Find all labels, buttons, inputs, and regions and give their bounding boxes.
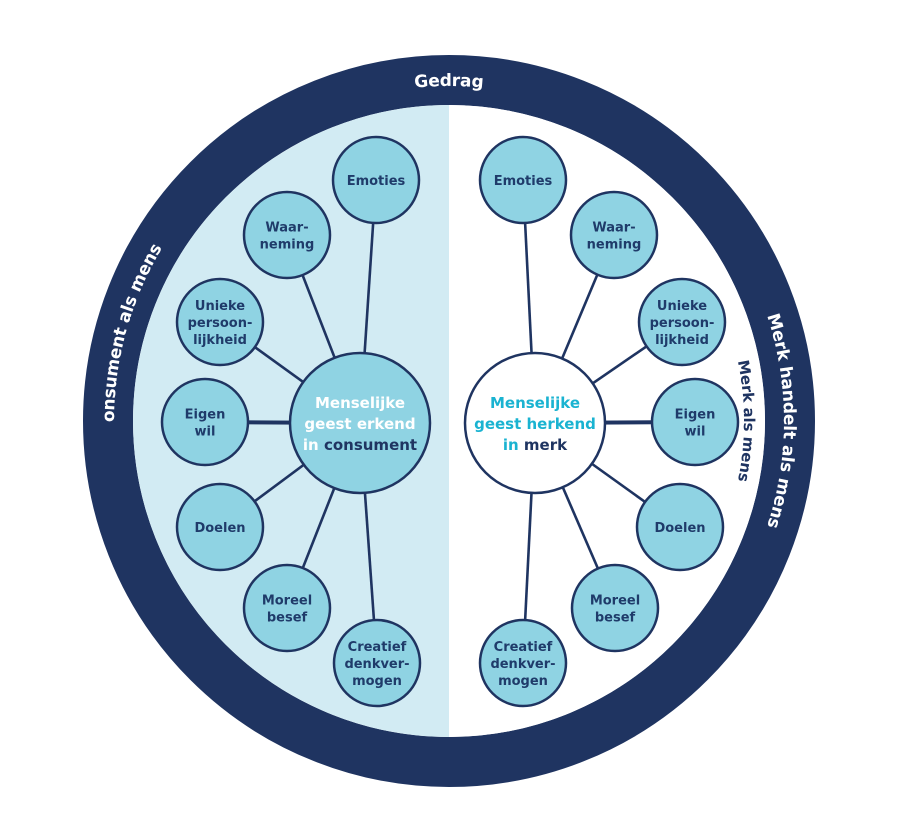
- hub-label-line: in merk: [503, 436, 568, 454]
- hub-label-line: Menselijke: [315, 394, 405, 412]
- node-label: wil: [195, 425, 216, 440]
- node-label: neming: [260, 238, 315, 253]
- node-circle: [637, 277, 727, 367]
- node-label: Creatief: [494, 640, 553, 655]
- node-label: wil: [685, 425, 706, 440]
- node-doelen: Doelen: [175, 482, 265, 572]
- node-emoties: Emoties: [478, 135, 568, 225]
- node-label: neming: [587, 238, 642, 253]
- node-circle: [570, 563, 660, 653]
- hub-label-segment: geest herkend: [474, 415, 596, 433]
- node-moreel-besef: Moreel besef: [570, 563, 660, 653]
- node-label: Waar-: [265, 221, 308, 236]
- node-label: Emoties: [494, 174, 553, 189]
- node-label: lijkheid: [193, 333, 247, 348]
- node-label: besef: [595, 611, 636, 626]
- node-label: persoon-: [650, 316, 715, 331]
- node-unieke-persoonlijkheid: Unieke persoon-lijkheid: [637, 277, 727, 367]
- node-label: Unieke: [195, 299, 245, 314]
- node-label: Waar-: [592, 221, 635, 236]
- node-circle: [478, 135, 568, 225]
- hub-label-segment: in: [303, 436, 324, 454]
- node-creatief-denkvermogen: Creatief denkver-mogen: [332, 618, 422, 708]
- node-circle: [242, 563, 332, 653]
- node-label: mogen: [352, 674, 402, 689]
- hub-label-segment: in: [503, 436, 524, 454]
- hub-label-line: geest herkend: [474, 415, 596, 433]
- node-label: Moreel: [262, 594, 312, 609]
- node-circle: [175, 277, 265, 367]
- ring-label-top: Gedrag: [413, 71, 484, 93]
- hub-label-segment: consument: [324, 436, 417, 454]
- node-unieke-persoonlijkheid: Unieke persoon-lijkheid: [175, 277, 265, 367]
- node-circle: [569, 190, 659, 280]
- hub-label-line: in consument: [303, 436, 417, 454]
- node-label: mogen: [498, 674, 548, 689]
- hub-label-line: geest erkend: [304, 415, 415, 433]
- hub-circle: [463, 351, 607, 495]
- node-label: lijkheid: [655, 333, 709, 348]
- node-circle: [332, 618, 422, 708]
- node-label: besef: [267, 611, 308, 626]
- node-circle: [242, 190, 332, 280]
- node-circle: [160, 377, 250, 467]
- node-waarneming: Waar-neming: [569, 190, 659, 280]
- node-moreel-besef: Moreel besef: [242, 563, 332, 653]
- node-label: denkver-: [490, 657, 555, 672]
- node-eigen-wil: Eigen wil: [650, 377, 740, 467]
- node-eigen-wil: Eigen wil: [160, 377, 250, 467]
- node-label: Eigen: [675, 408, 716, 423]
- node-label: Doelen: [194, 521, 245, 536]
- hub-consument: Menselijke geest erkend in consument: [288, 351, 432, 495]
- node-circle: [175, 482, 265, 572]
- node-doelen: Doelen: [635, 482, 725, 572]
- node-circle: [331, 135, 421, 225]
- node-label: Eigen: [185, 408, 226, 423]
- node-label: denkver-: [344, 657, 409, 672]
- hub-label-segment: merk: [524, 436, 568, 454]
- node-label: Emoties: [347, 174, 406, 189]
- node-label: Unieke: [657, 299, 707, 314]
- hub-label-segment: Menselijke: [490, 394, 580, 412]
- node-waarneming: Waar-neming: [242, 190, 332, 280]
- node-circle: [478, 618, 568, 708]
- node-label: Creatief: [348, 640, 407, 655]
- hub-label-segment: Menselijke: [315, 394, 405, 412]
- hub-label-segment: geest erkend: [304, 415, 415, 433]
- hub-label-line: Menselijke: [490, 394, 580, 412]
- node-label: Moreel: [590, 594, 640, 609]
- node-circle: [650, 377, 740, 467]
- node-label: persoon-: [188, 316, 253, 331]
- node-creatief-denkvermogen: Creatief denkver-mogen: [478, 618, 568, 708]
- node-emoties: Emoties: [331, 135, 421, 225]
- outer-ring: [83, 55, 815, 787]
- hub-circle: [288, 351, 432, 495]
- node-label: Doelen: [654, 521, 705, 536]
- hub-merk: Menselijke geest herkend in merk: [463, 351, 607, 495]
- node-circle: [635, 482, 725, 572]
